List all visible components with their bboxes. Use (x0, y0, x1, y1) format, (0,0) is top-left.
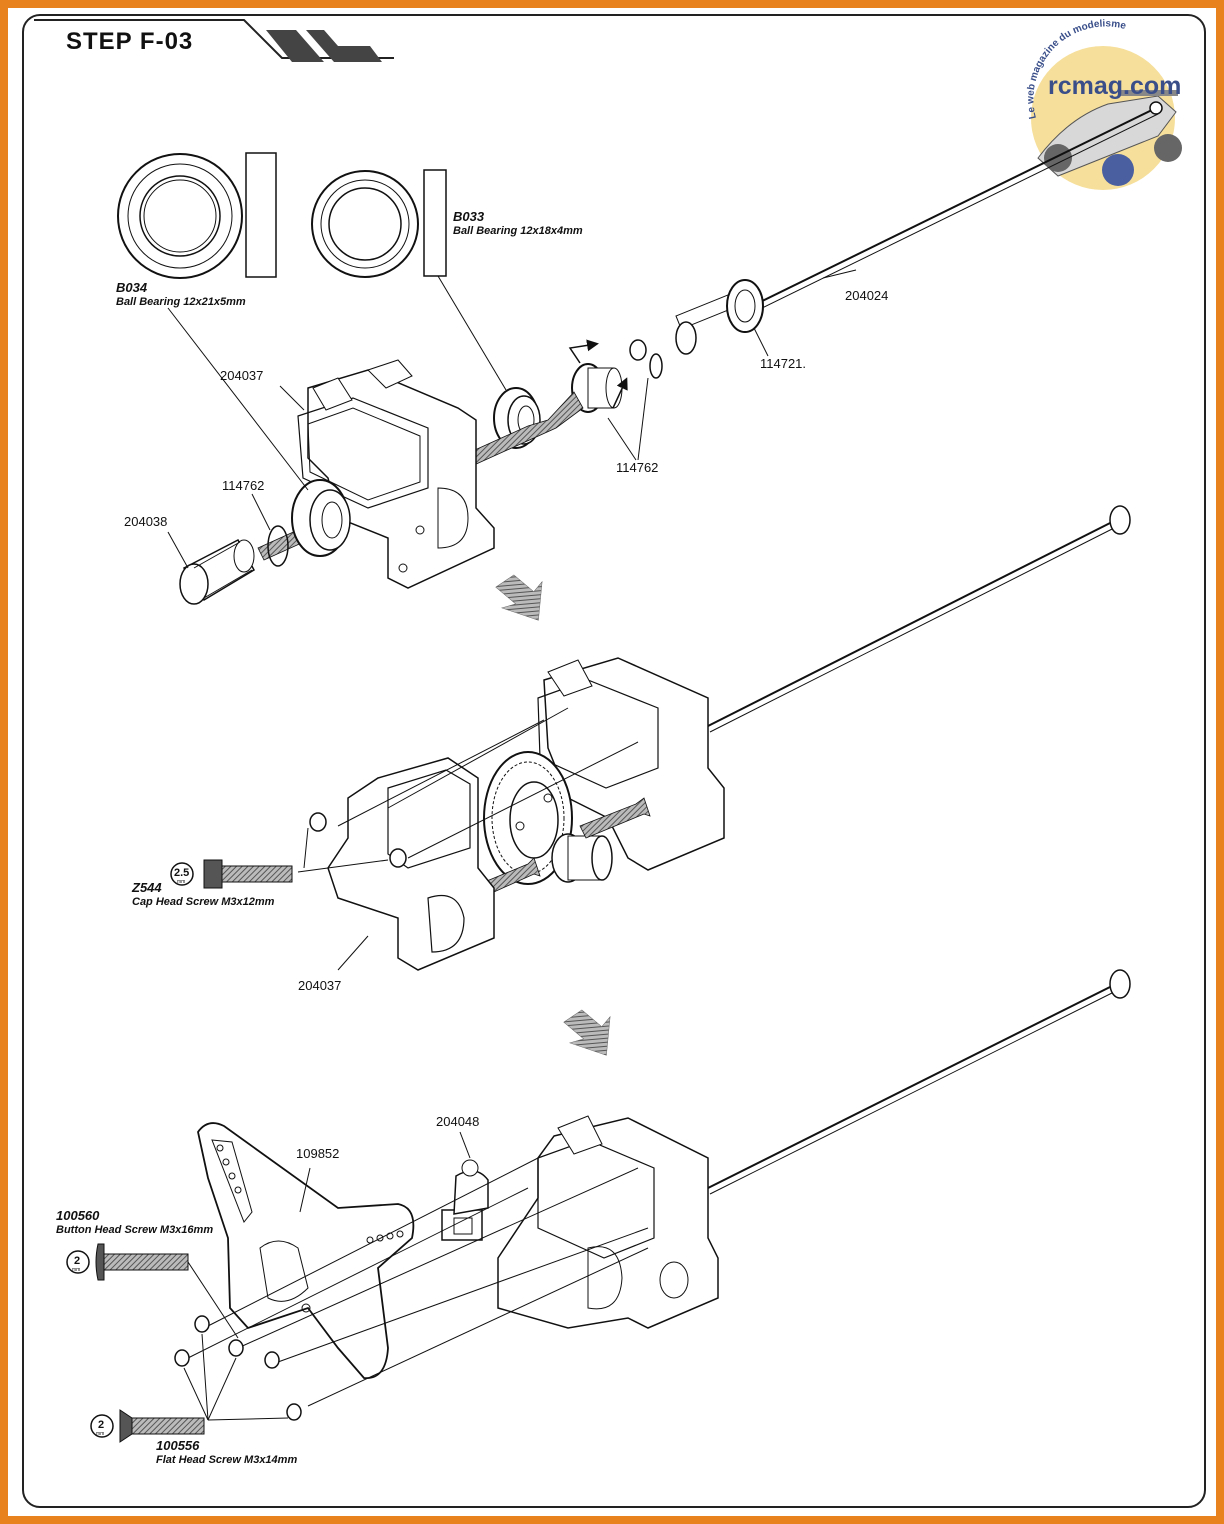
label-109852: 109852 (296, 1146, 339, 1161)
pinion-204038 (179, 538, 255, 605)
arrow-down-2 (563, 1009, 611, 1056)
label-204038: 204038 (124, 514, 167, 529)
s100556-tool-unit: mm (96, 1431, 104, 1437)
b033-desc: Ball Bearing 12x18x4mm (453, 225, 583, 237)
label-114762-left: 114762 (222, 478, 264, 493)
stage-1-exploded-gearbox: B034 Ball Bearing 12x21x5mm B033 Ball Be… (116, 101, 1163, 605)
b034-code: B034 (116, 280, 148, 295)
z544-tool-size: 2.5 (174, 867, 189, 879)
stage-2-gearbox-closing: 2.5 mm Z544 Cap Head Screw M3x12mm 20403… (131, 505, 1131, 993)
shock-tower-109852 (197, 1122, 415, 1379)
manual-page: STEP F-03 rcmag.com Le web magazine du m… (8, 8, 1216, 1516)
s100560-tool-size: 2 (74, 1255, 80, 1267)
label-114762-right: 114762 (616, 460, 658, 475)
bearing-b033-graphic (311, 169, 447, 278)
watermark-brand: rcmag.com (1048, 72, 1181, 100)
z544-tool-unit: mm (177, 879, 185, 885)
b033-code: B033 (453, 209, 485, 224)
screw-100556-graphic: 2 mm (90, 1409, 205, 1443)
s100556-code: 100556 (156, 1438, 200, 1453)
bearing-b034-graphic (117, 152, 277, 279)
z544-code: Z544 (131, 880, 162, 895)
clip-114762-left (267, 525, 289, 567)
label-204037-mid: 204037 (298, 978, 341, 993)
z544-desc: Cap Head Screw M3x12mm (132, 896, 275, 908)
s100560-desc: Button Head Screw M3x16mm (56, 1224, 213, 1236)
s100560-tool-unit: mm (72, 1267, 80, 1273)
title-tab (34, 19, 394, 62)
screw-100560-graphic: 2 mm (66, 1243, 189, 1281)
stage-3-shock-tower: 204048 109852 (56, 969, 1131, 1466)
driveshaft-204024 (675, 101, 1163, 355)
label-204048: 204048 (436, 1114, 479, 1129)
arrow-down-1 (495, 574, 543, 621)
step-title: STEP F-03 (66, 28, 194, 55)
label-114721: 114721. (760, 356, 806, 371)
bearing-b034-part (291, 479, 351, 557)
b034-desc: Ball Bearing 12x21x5mm (116, 296, 246, 308)
label-204024: 204024 (845, 288, 888, 303)
label-204037-top: 204037 (220, 368, 263, 383)
assembly-diagram: rcmag.com Le web magazine du modelisme B… (56, 18, 1182, 1466)
screw-z544-graphic: 2.5 mm (170, 859, 293, 889)
s100560-code: 100560 (56, 1208, 100, 1223)
s100556-desc: Flat Head Screw M3x14mm (156, 1454, 297, 1466)
outdrive-cup (568, 339, 663, 413)
gearbox-housing-204037-top (297, 359, 495, 589)
s100556-tool-size: 2 (98, 1419, 104, 1431)
